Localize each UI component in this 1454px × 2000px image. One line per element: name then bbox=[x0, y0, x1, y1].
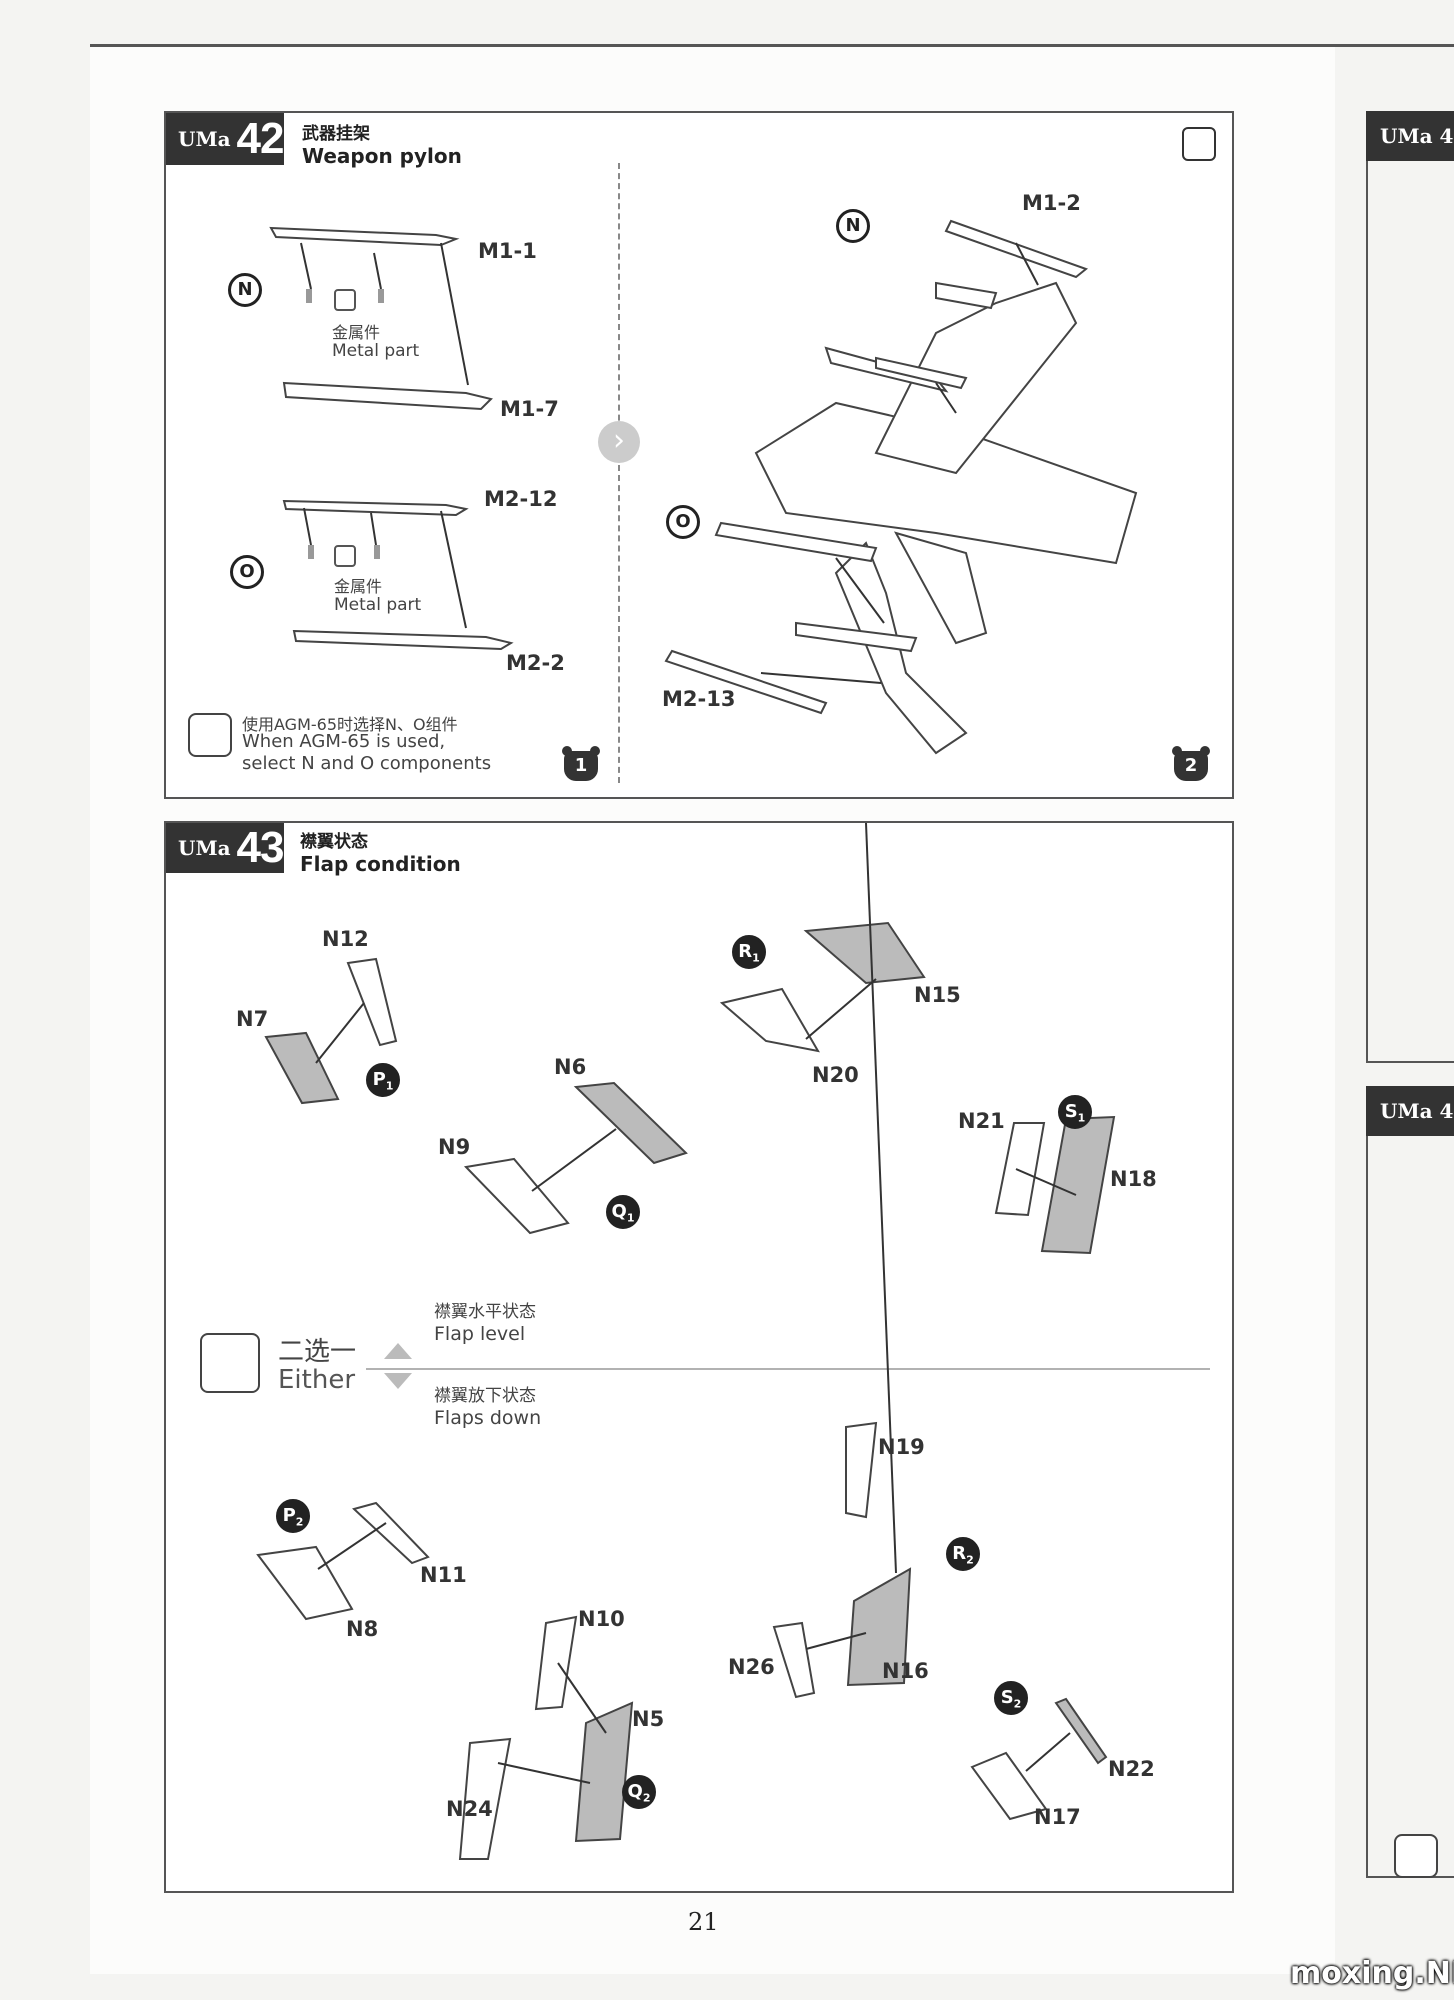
part-label: N17 bbox=[1034, 1805, 1081, 1829]
step-number: 43 bbox=[236, 823, 285, 872]
step-divider bbox=[618, 163, 620, 783]
step-42-header: UMa 42 bbox=[166, 113, 284, 165]
warning-icon bbox=[200, 1333, 260, 1393]
flap-level-en: Flap level bbox=[434, 1323, 526, 1345]
option-p2-badge: P2 bbox=[276, 1499, 310, 1533]
next-page-step-header: UMa 4 bbox=[1366, 1086, 1454, 1136]
either-cn: 二选一 bbox=[278, 1337, 357, 1367]
option-r2-badge: R2 bbox=[946, 1537, 980, 1571]
part-label: M1-2 bbox=[1022, 191, 1081, 215]
part-label: M2-13 bbox=[662, 687, 736, 711]
watermark: moxing.NET bbox=[1290, 1956, 1454, 1991]
step-number: 42 bbox=[236, 114, 284, 163]
metal-part-icon bbox=[334, 289, 356, 311]
option-q1-badge: Q1 bbox=[606, 1195, 640, 1229]
step-43-panel: UMa 43 襟翼状态 Flap condition bbox=[164, 821, 1234, 1893]
option-s2-badge: S2 bbox=[994, 1681, 1028, 1715]
part-label: N21 bbox=[958, 1109, 1005, 1133]
metal-part-cn: 金属件 bbox=[334, 577, 383, 596]
option-r1-badge: R1 bbox=[732, 935, 766, 969]
flap-parts-drawing bbox=[256, 822, 1210, 1860]
flaps-down-en: Flaps down bbox=[434, 1407, 542, 1429]
part-label: M1-1 bbox=[478, 239, 537, 263]
part-label: M2-2 bbox=[506, 651, 565, 675]
metal-part-en: Metal part bbox=[332, 341, 420, 361]
next-page-step-header: UMa 4 bbox=[1366, 111, 1454, 161]
down-triangle-icon bbox=[384, 1373, 412, 1389]
part-label: N5 bbox=[632, 1707, 665, 1731]
next-page-panel-edge bbox=[1366, 161, 1454, 1063]
pylon-parts-drawing bbox=[269, 226, 514, 651]
metal-part-cn: 金属件 bbox=[332, 323, 381, 342]
step-43-header: UMa 43 bbox=[166, 823, 284, 873]
part-label: M1-7 bbox=[500, 397, 559, 421]
option-p1-badge: P1 bbox=[366, 1063, 400, 1097]
metal-part-icon bbox=[334, 545, 356, 567]
option-s1-badge: S1 bbox=[1058, 1095, 1092, 1129]
note-en-1: When AGM-65 is used, bbox=[242, 731, 446, 752]
title-cn: 武器挂架 bbox=[302, 124, 370, 144]
option-o-badge: O bbox=[230, 555, 264, 589]
either-en: Either bbox=[278, 1365, 356, 1395]
part-label: N26 bbox=[728, 1655, 775, 1679]
title-cn: 襟翼状态 bbox=[300, 832, 368, 852]
next-arrow-icon: › bbox=[598, 421, 640, 463]
brand-logo: UMa bbox=[178, 127, 231, 151]
metal-part-en: Metal part bbox=[334, 595, 422, 615]
part-label: N12 bbox=[322, 927, 369, 951]
part-label: N15 bbox=[914, 983, 961, 1007]
bear-logo-icon bbox=[1182, 127, 1216, 161]
option-n-badge: N bbox=[228, 273, 262, 307]
substep-2-badge: 2 bbox=[1172, 746, 1210, 781]
title-en: Weapon pylon bbox=[302, 144, 462, 168]
option-q2-badge: Q2 bbox=[622, 1775, 656, 1809]
step-42-panel: UMa 42 武器挂架 Weapon pylon › N O M1-1 M1-7… bbox=[164, 111, 1234, 799]
part-label: N22 bbox=[1108, 1757, 1155, 1781]
title-en: Flap condition bbox=[300, 852, 461, 876]
part-label: N7 bbox=[236, 1007, 269, 1031]
warning-icon bbox=[188, 713, 232, 757]
option-n-badge: N bbox=[836, 209, 870, 243]
part-label: N10 bbox=[578, 1607, 625, 1631]
step-42-title: 武器挂架 Weapon pylon bbox=[302, 119, 462, 168]
aircraft-wing-drawing bbox=[664, 219, 1138, 755]
flaps-down-cn: 襟翼放下状态 bbox=[434, 1386, 536, 1406]
note-en-2: select N and O components bbox=[242, 753, 492, 774]
next-page-panel-edge bbox=[1366, 1136, 1454, 1878]
brand-logo: UMa bbox=[178, 836, 231, 860]
top-rule bbox=[90, 44, 1454, 47]
part-label: N11 bbox=[420, 1563, 467, 1587]
part-label: N8 bbox=[346, 1617, 379, 1641]
part-label: N19 bbox=[878, 1435, 925, 1459]
part-label: N9 bbox=[438, 1135, 471, 1159]
part-label: N18 bbox=[1110, 1167, 1157, 1191]
part-label: M2-12 bbox=[484, 487, 558, 511]
page-number: 21 bbox=[688, 1908, 719, 1936]
step-43-title: 襟翼状态 Flap condition bbox=[300, 827, 461, 876]
note-cn: 使用AGM-65时选择N、O组件 bbox=[242, 715, 458, 734]
up-triangle-icon bbox=[384, 1343, 412, 1359]
flap-level-cn: 襟翼水平状态 bbox=[434, 1302, 536, 1322]
part-label: N16 bbox=[882, 1659, 929, 1683]
part-label: N6 bbox=[554, 1055, 587, 1079]
substep-1-badge: 1 bbox=[562, 746, 600, 781]
part-label: N24 bbox=[446, 1797, 493, 1821]
warning-icon bbox=[1394, 1834, 1438, 1878]
part-label: N20 bbox=[812, 1063, 859, 1087]
option-o-badge: O bbox=[666, 505, 700, 539]
